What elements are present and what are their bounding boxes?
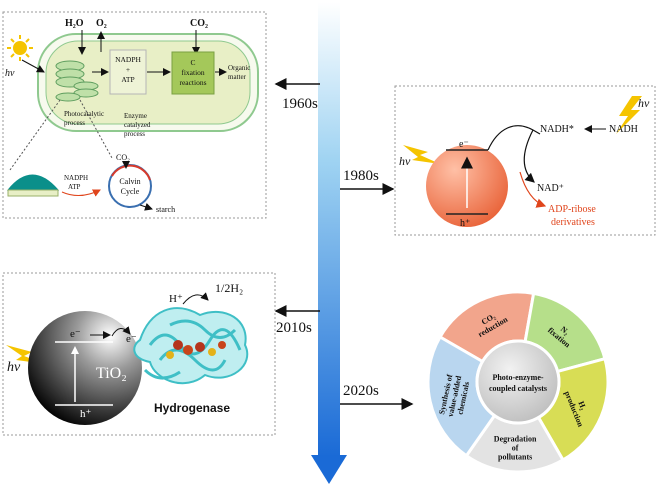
svg-text:Calvin: Calvin xyxy=(119,177,140,186)
svg-text:ATP: ATP xyxy=(121,75,134,84)
adp-ribose-label: ADP-ribose xyxy=(548,204,596,215)
svg-text:ATP: ATP xyxy=(68,183,81,191)
nad-plus-label: NAD⁺ xyxy=(537,183,564,194)
svg-text:process: process xyxy=(64,119,85,127)
nadh-label: NADH xyxy=(609,124,638,135)
hv-right: hν xyxy=(638,96,650,110)
panel-1980s: hν hν e⁻ h⁺ NADH* NADH NAD⁺ ADP-ribose d… xyxy=(394,85,656,236)
svg-text:reactions: reactions xyxy=(179,78,206,87)
decade-2020s: 2020s xyxy=(340,383,414,410)
c-fixation-box: C fixation reactions xyxy=(171,51,215,95)
decade-label: 1980s xyxy=(343,168,379,184)
lightning-icon xyxy=(616,96,642,134)
svg-text:catalyzed: catalyzed xyxy=(124,121,151,129)
hv-label: hν xyxy=(5,68,15,79)
o2-label: O₂ xyxy=(96,18,107,29)
center-hub xyxy=(475,339,561,425)
hydrogenase-label: Hydrogenase xyxy=(154,401,230,415)
svg-text:derivatives: derivatives xyxy=(551,217,595,228)
calvin-cycle-icon xyxy=(108,164,152,208)
svg-text:Organic: Organic xyxy=(228,64,250,72)
enzyme-label: Enzyme xyxy=(124,112,147,120)
svg-text:NADPH: NADPH xyxy=(64,174,88,182)
cluster-icon xyxy=(166,340,226,359)
svg-text:C: C xyxy=(190,58,195,67)
decade-1960s: 1960s xyxy=(274,78,320,112)
thylakoid-section-icon xyxy=(6,174,60,197)
half-h2-label: 1/2H₂ xyxy=(215,281,243,295)
decade-label: 2010s xyxy=(276,320,312,336)
svg-text:matter: matter xyxy=(228,73,247,81)
tio2-sphere xyxy=(28,311,142,425)
electron-label: e⁻ xyxy=(459,139,469,150)
h-plus-label: H⁺ xyxy=(169,293,183,305)
hole-label: h⁺ xyxy=(80,408,92,420)
svg-text:+: + xyxy=(126,65,130,74)
decade-2010s: 2010s xyxy=(274,305,320,336)
panel-1960s: hν H₂O O₂ CO₂ NADPH + ATP C fixation rea… xyxy=(2,11,267,219)
photocatalytic-label: Photocatalytic xyxy=(64,110,104,118)
hv-left: hν xyxy=(399,154,411,168)
hydrogenase-protein-icon xyxy=(133,307,249,385)
svg-text:NADPH: NADPH xyxy=(115,55,141,64)
svg-text:Cycle: Cycle xyxy=(121,187,140,196)
sun-icon xyxy=(7,35,33,61)
decade-1980s: 1980s xyxy=(340,168,395,195)
thylakoid-icon xyxy=(55,60,99,102)
svg-text:process: process xyxy=(124,130,145,138)
tio2-label: TiO₂ xyxy=(96,365,127,382)
timeline-arrow xyxy=(311,2,347,484)
decade-label: 1960s xyxy=(282,96,318,112)
starch-label: starch xyxy=(156,205,175,214)
h2o-label: H₂O xyxy=(65,18,84,29)
electron-label: e⁻ xyxy=(70,328,81,340)
co2-bottom-label: CO₂ xyxy=(116,153,130,162)
svg-text:fixation: fixation xyxy=(181,68,205,77)
hv-label: hν xyxy=(7,360,21,375)
hole-label: h⁺ xyxy=(460,218,470,229)
panel-2010s: hν e⁻ TiO₂ h⁺ e⁻ H⁺ 1/2H₂ xyxy=(2,272,276,436)
co2-top-label: CO₂ xyxy=(190,18,208,29)
lightning-icon xyxy=(403,145,440,164)
nadph-atp-box: NADPH + ATP xyxy=(109,49,147,95)
decade-label: 2020s xyxy=(343,383,379,399)
center-label: Photo-enzyme-coupled catalysts xyxy=(489,373,547,393)
lightning-icon xyxy=(6,345,46,364)
nadh-star-label: NADH* xyxy=(540,124,574,135)
electron2-label: e⁻ xyxy=(126,333,137,345)
